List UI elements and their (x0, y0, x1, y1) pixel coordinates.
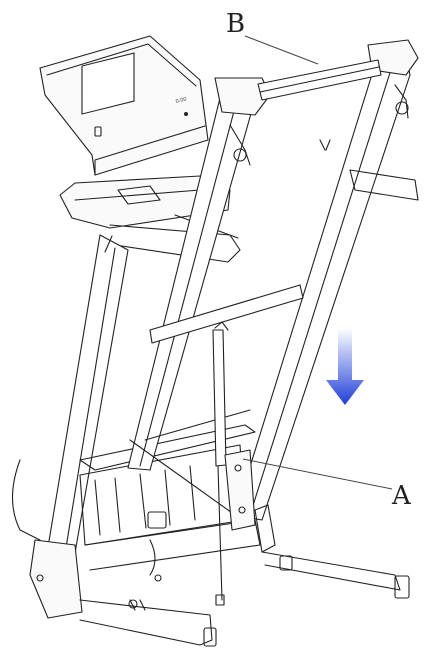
callout-b-label: B (226, 9, 245, 39)
console-screen (81, 52, 135, 115)
folding-deck-frame (127, 39, 419, 521)
callout-b-leader (244, 35, 319, 65)
top-crossbar (257, 59, 382, 101)
fold-down-arrow-icon (326, 328, 364, 405)
right-base (128, 449, 410, 611)
left-base (12, 459, 217, 647)
callout-a-label: A (391, 481, 412, 511)
console (39, 35, 209, 176)
console-display-text: 0:00 (175, 96, 187, 105)
left-upright (44, 234, 129, 571)
callout-a-leader (242, 458, 393, 490)
